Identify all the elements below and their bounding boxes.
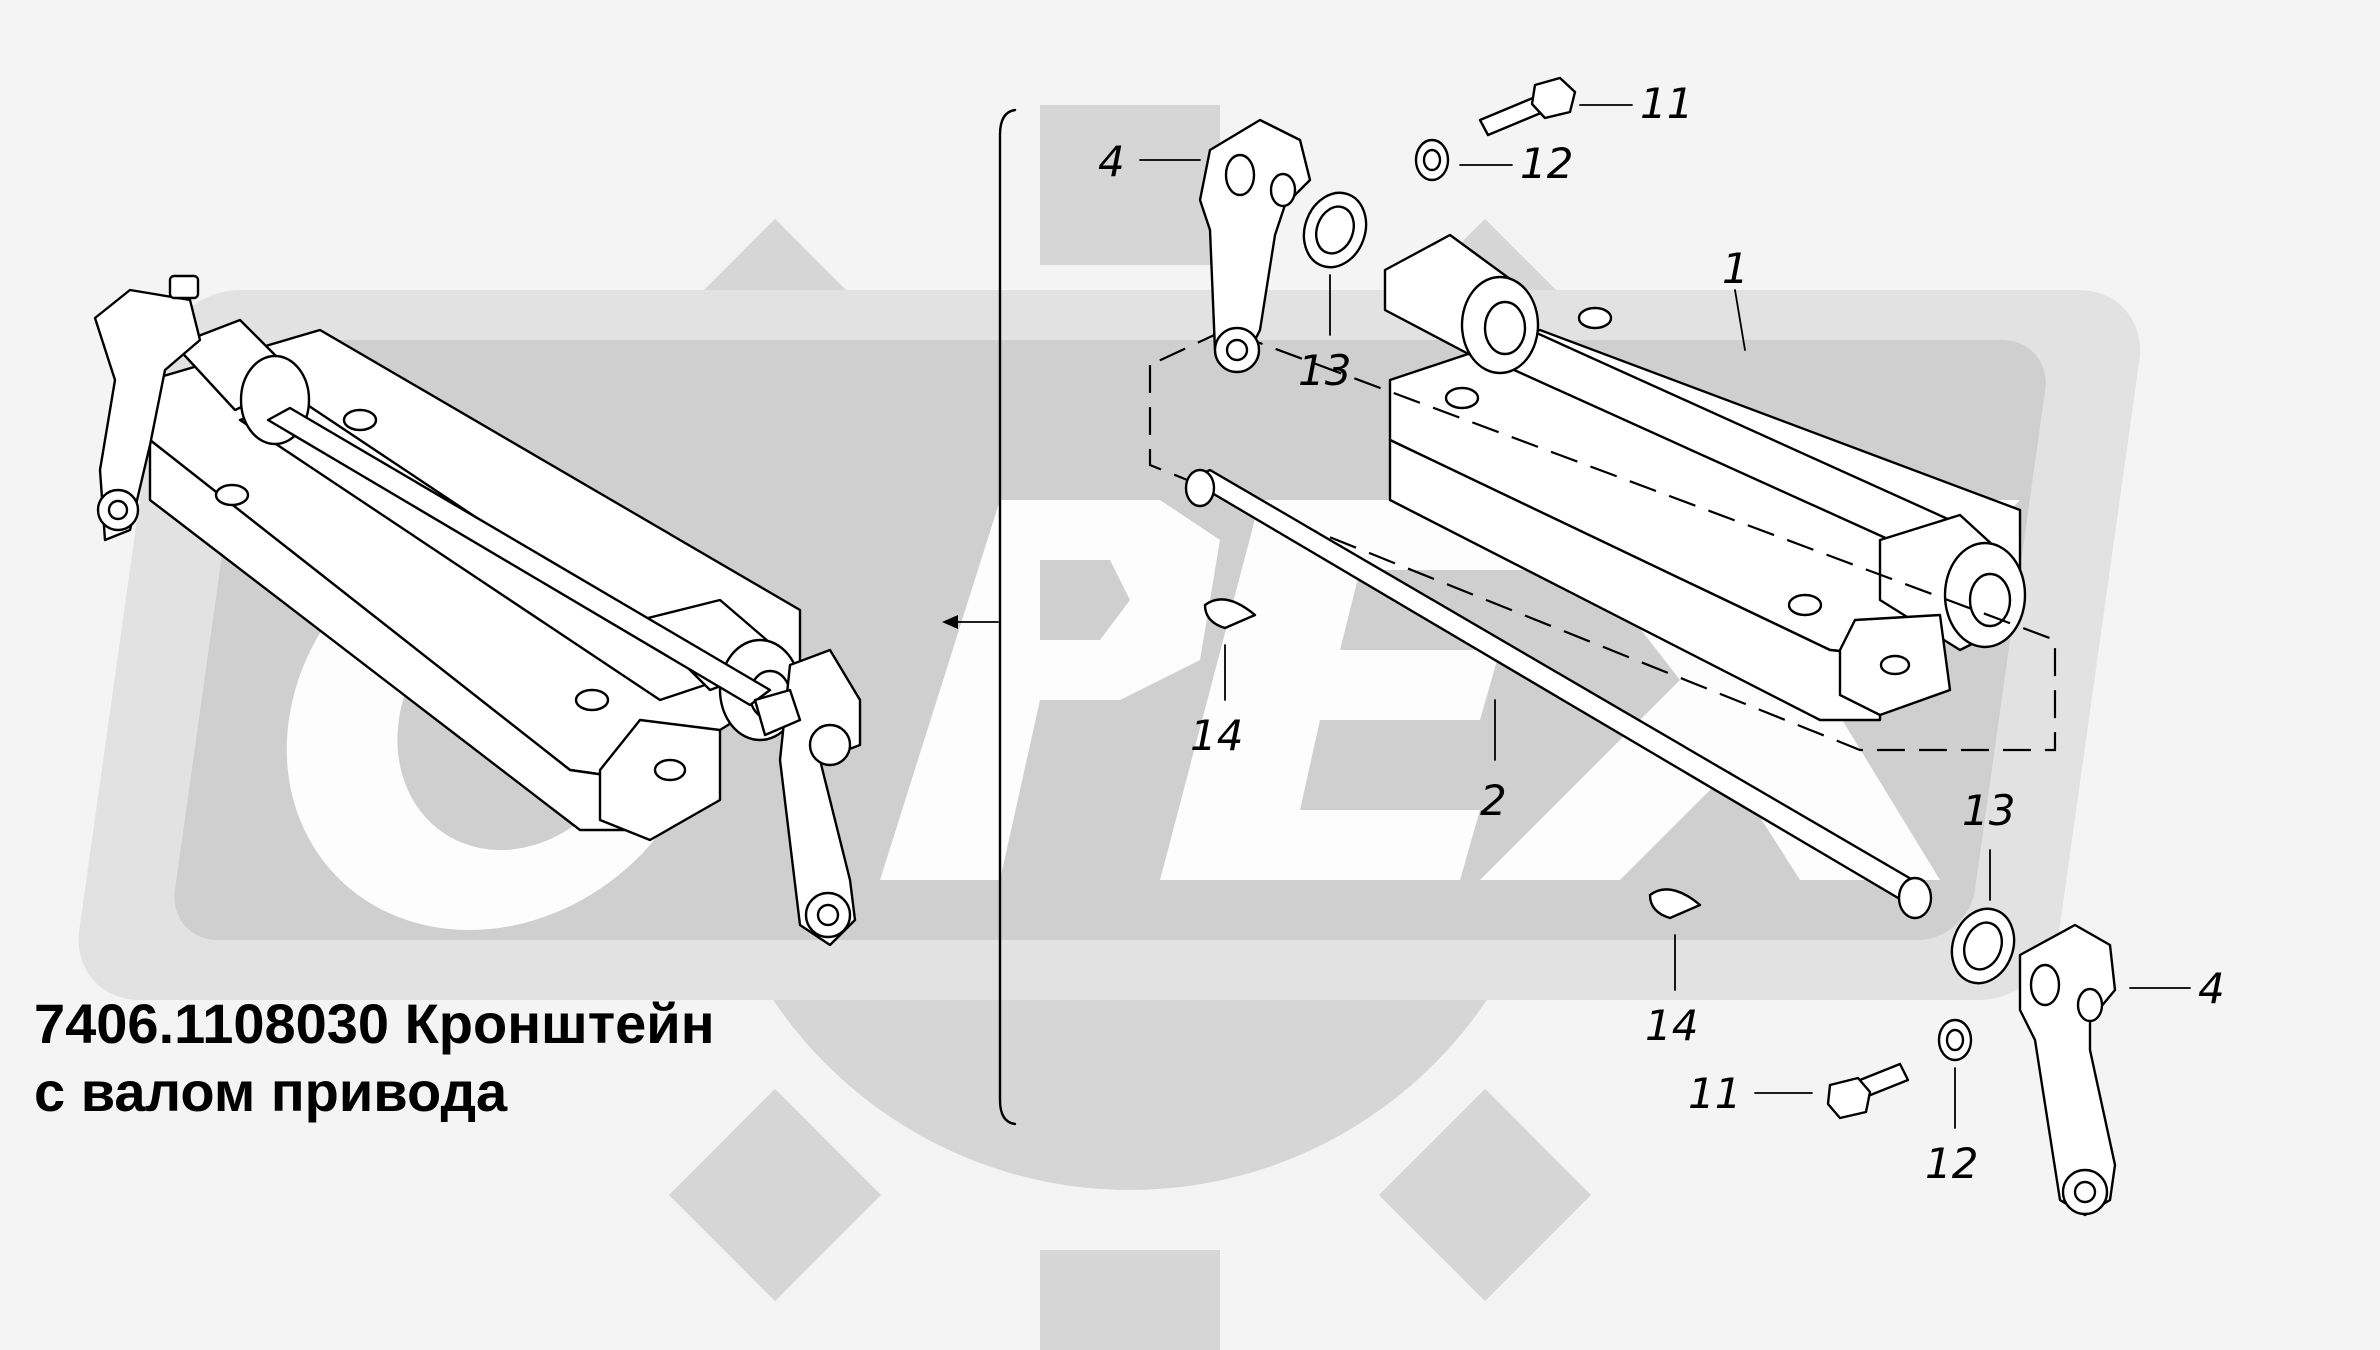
callout-14-right: 14 — [1645, 1001, 1698, 1050]
assembly-arrow-head — [942, 615, 958, 629]
part-2-dashed-outline — [1148, 328, 2057, 752]
callout-2: 2 — [1480, 776, 1507, 825]
callout-leaders — [1139, 104, 2191, 1129]
part-14-key-left — [1203, 598, 1257, 630]
part-14-key-right — [1648, 888, 1702, 920]
callout-13-top: 13 — [1298, 346, 1351, 395]
callout-14-left: 14 — [1190, 711, 1243, 760]
caption-subtitle: с валом привода — [34, 1060, 508, 1123]
callout-4-bottom: 4 — [2198, 964, 2225, 1013]
caption-part-number-title: 7406.1108030 Кронштейн — [34, 992, 715, 1055]
callout-1: 1 — [1722, 244, 1749, 293]
watermark-logo — [78, 105, 2141, 1350]
assembly-divider-bracket — [998, 108, 1017, 1126]
callout-12-top: 12 — [1520, 139, 1573, 188]
part-11-bolt-bottom — [1826, 1062, 1910, 1120]
assembled-bracket-with-shaft — [93, 274, 862, 947]
part-11-bolt-top — [1478, 76, 1577, 137]
callout-11-bottom: 11 — [1688, 1069, 1741, 1118]
callout-13-bottom: 13 — [1962, 786, 2015, 835]
diagram-caption: 7406.1108030 Кронштейн с валом привода — [34, 990, 715, 1126]
callout-11-top: 11 — [1640, 79, 1693, 128]
callout-4-top: 4 — [1098, 137, 1125, 186]
callout-12-bottom: 12 — [1925, 1139, 1978, 1188]
part-2-shaft — [1184, 468, 1933, 920]
part-1-bracket — [1383, 233, 2027, 722]
part-4-lever-bottom — [2018, 923, 2117, 1217]
part-4-lever-top — [1198, 118, 1312, 374]
